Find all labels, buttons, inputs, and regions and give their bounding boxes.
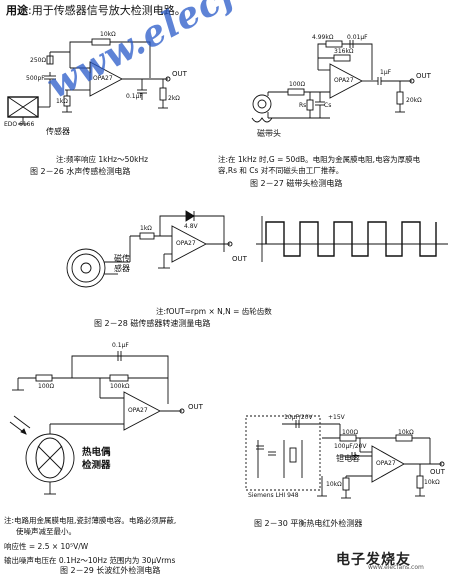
fig26-cap-01: 0.1μF (126, 93, 143, 100)
fig27-cs: Cs (324, 102, 332, 109)
fig29-out: OUT (188, 403, 203, 411)
fig29-caption: 图 2－29 长波红外检测电路 (60, 566, 161, 575)
fig30-caption: 图 2－30 平衡热电红外检测器 (254, 519, 363, 528)
fig27-res-top: 4.99kΩ (312, 34, 334, 41)
fig26-note: 注:频率响应 1kHz～50kHz (56, 155, 149, 164)
fig30-res-100: 100Ω (342, 429, 359, 436)
fig26-res-1k: 1kΩ (56, 98, 68, 105)
fig27-cap-1u: 1μF (380, 69, 392, 76)
fig30-sensor: Siemens LHI 948 (248, 492, 299, 499)
fig27-rs: Rs (299, 102, 307, 109)
fig27-res-20k: 20kΩ (406, 97, 422, 104)
heading-label: 用途 (6, 4, 28, 17)
fig29-note1: 注:电路用金属膜电阻,瓷封薄膜电容。电路必须屏蔽, (4, 516, 177, 525)
fig26-out: OUT (172, 70, 187, 78)
fig26-sensor-name: 传感器 (46, 127, 70, 136)
fig27-opamp-label: OPA27 (334, 77, 354, 84)
fig29-note4: 输出噪声电压在 0.1Hz～10Hz 范围内为 30μVrms (4, 556, 176, 565)
fig30-res-10k2: 10kΩ (424, 479, 440, 486)
fig27-res-100: 100Ω (289, 81, 306, 88)
fig26-res-250: 250Ω (30, 57, 47, 64)
fig29-opamp-label: OPA27 (128, 407, 148, 414)
heading-text: :用于传感器信号放大检测电路。 (28, 4, 186, 17)
fig30-vcc: +15V (328, 414, 345, 421)
fig30-res-10k: 10kΩ (398, 429, 414, 436)
fig29-res-100: 100Ω (38, 383, 55, 390)
fig28-zener: 4.8V (184, 223, 198, 230)
fig28-out: OUT (232, 255, 247, 263)
fig27-out: OUT (416, 72, 431, 80)
fig26-opamp-label: OPA27 (93, 75, 113, 82)
fig29-sensor: 热电偶 (82, 447, 111, 458)
fig29-note3: 响应性 = 2.5 × 10⁵V/W (4, 542, 89, 551)
fig26-res-2k: 2kΩ (168, 95, 180, 102)
fig30-cap-100: 100μF/20V (334, 443, 367, 450)
fig29-note2: 使噪声减至最小。 (16, 527, 76, 536)
fig26-cap-500: 500pF (26, 75, 45, 82)
fig28-sensor: 磁传感器 (114, 254, 130, 273)
fig27-cap-top: 0.01μF (347, 34, 368, 41)
logo-url: www.elecfans.com (368, 564, 424, 571)
fig30-res-10k3: 10kΩ (326, 481, 342, 488)
fig28-caption: 图 2－28 磁传感器转速测量电路 (94, 319, 211, 328)
fig27-note2: 容,Rs 和 Cs 对不同磁头由工厂推荐。 (218, 166, 344, 175)
fig29-sensor2: 检测器 (82, 460, 111, 471)
fig27-res-316: 316kΩ (334, 48, 354, 55)
fig30-opamp-label: OPA27 (376, 460, 396, 467)
fig27-note1: 注:在 1kHz 时,G = 50dB。电阻为金属膜电阻,电容为厚膜电 (218, 155, 421, 164)
logo-text: 电子发烧友 (336, 552, 411, 568)
fig30-tant: 钽电容 (336, 454, 360, 463)
fig29-res-100k: 100kΩ (110, 383, 130, 390)
fig28-res-1k: 1kΩ (140, 225, 152, 232)
fig29-cap-01: 0.1μF (112, 342, 129, 349)
fig30-out: OUT (430, 468, 445, 476)
site-logo: 电子发烧友 www.elecfans.com (336, 546, 448, 572)
fig28-note: 注:fOUT=rpm × N,N = 齿轮齿数 (156, 307, 272, 316)
fig28-opamp-label: OPA27 (176, 240, 196, 247)
page-heading: 用途:用于传感器信号放大检测电路。 (6, 5, 186, 16)
fig30-cap-top: 10μF/20V (284, 414, 313, 421)
fig26-sensor-model: EDO 6166 (4, 121, 35, 128)
fig27-caption: 图 2－27 磁带头检测电路 (250, 179, 343, 188)
fig27-head: 磁带头 (257, 129, 281, 138)
fig26-res-top: 10kΩ (100, 31, 116, 38)
fig26-caption: 图 2－26 水声传感检测电路 (30, 167, 131, 176)
